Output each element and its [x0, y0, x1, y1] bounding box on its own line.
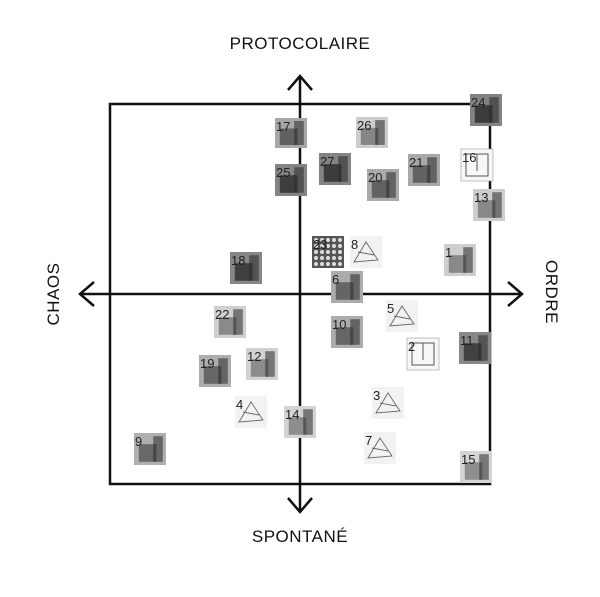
photo-shape — [153, 436, 163, 462]
thumbnail-number: 24 — [471, 95, 485, 110]
thumbnail-6: 6 — [331, 271, 363, 303]
photo-shape — [303, 409, 313, 435]
photo-shape — [478, 335, 488, 361]
pattern-dot — [320, 262, 324, 266]
thumbnail-number: 2 — [408, 339, 415, 354]
thumbnail-number: 18 — [231, 253, 245, 268]
photo-shape — [463, 247, 473, 273]
thumbnail-number: 27 — [320, 154, 334, 169]
thumbnail-13: 13 — [473, 189, 505, 221]
thumbnail-number: 10 — [332, 317, 346, 332]
thumbnail-number: 3 — [373, 388, 380, 403]
photo-shape — [249, 255, 259, 281]
thumbnail-number: 12 — [247, 349, 261, 364]
photo-shape — [492, 192, 502, 218]
thumbnail-20: 20 — [367, 169, 399, 201]
thumbnail-number: 1 — [445, 245, 452, 260]
thumbnail-16: 16 — [461, 149, 493, 181]
thumbnail-23: 23 — [312, 236, 344, 268]
thumbnail-9: 9 — [134, 433, 166, 465]
thumbnail-2: 2 — [407, 338, 439, 370]
pattern-dot — [320, 256, 324, 260]
thumbnail-number: 14 — [285, 407, 299, 422]
photo-shape — [265, 351, 275, 377]
pattern-dot — [338, 262, 342, 266]
thumbnail-number: 16 — [462, 150, 476, 165]
thumbnail-number: 11 — [460, 333, 474, 348]
thumbnail-12: 12 — [246, 348, 278, 380]
axis-label-ordre: ORDRE — [541, 260, 561, 324]
pattern-dot — [332, 262, 336, 266]
photo-shape — [386, 172, 396, 198]
photo-shape — [294, 121, 304, 145]
axis-label-chaos: CHAOS — [44, 263, 64, 326]
axis-label-spontane: SPONTANÉ — [0, 527, 600, 547]
pattern-dot — [338, 250, 342, 254]
pattern-dot — [338, 238, 342, 242]
photo-shape — [479, 454, 489, 480]
thumbnail-number: 5 — [387, 301, 394, 316]
axis-label-protocolaire: PROTOCOLAIRE — [0, 34, 600, 54]
thumbnail-22: 22 — [214, 306, 246, 338]
thumbnail-4: 4 — [235, 396, 267, 428]
thumbnail-26: 26 — [356, 117, 388, 148]
thumbnail-24: 24 — [470, 94, 502, 126]
thumbnail-number: 26 — [357, 118, 371, 133]
thumbnail-3: 3 — [372, 387, 404, 419]
pattern-dot — [314, 256, 318, 260]
photo-shape — [489, 97, 499, 123]
photo-shape — [338, 156, 348, 182]
thumbnail-number: 8 — [351, 237, 358, 252]
thumbnail-17: 17 — [275, 118, 307, 148]
thumbnail-7: 7 — [364, 432, 396, 464]
thumbnail-27: 27 — [319, 153, 351, 185]
thumbnail-19: 19 — [199, 355, 231, 387]
pattern-dot — [332, 256, 336, 260]
pattern-dot — [326, 256, 330, 260]
thumbnail-number: 21 — [409, 155, 423, 170]
thumbnail-group: 24 17 26 27 21 16 25 20 13 23 8 1 18 6 22 5 10 2 11 19 12 3 4 1… — [134, 94, 505, 483]
photo-shape — [233, 309, 243, 335]
thumbnail-10: 10 — [331, 316, 363, 348]
photo-shape — [350, 319, 360, 345]
pattern-dot — [314, 262, 318, 266]
thumbnail-number: 22 — [215, 307, 229, 322]
pattern-dot — [332, 238, 336, 242]
thumbnail-11: 11 — [459, 332, 491, 364]
thumbnail-number: 15 — [461, 452, 475, 467]
thumbnail-18: 18 — [230, 252, 262, 284]
thumbnail-number: 23 — [313, 237, 327, 252]
pattern-dot — [326, 262, 330, 266]
pattern-dot — [332, 244, 336, 248]
thumbnail-1: 1 — [444, 244, 476, 276]
photo-shape — [427, 157, 437, 183]
thumbnail-number: 25 — [276, 165, 290, 180]
thumbnail-8: 8 — [350, 236, 382, 268]
pattern-dot — [338, 256, 342, 260]
thumbnail-number: 4 — [236, 397, 243, 412]
thumbnail-21: 21 — [408, 154, 440, 186]
thumbnail-5: 5 — [386, 300, 418, 332]
photo-shape — [294, 167, 304, 193]
pattern-dot — [338, 244, 342, 248]
photo-shape — [218, 358, 228, 384]
photo-shape — [375, 120, 385, 145]
thumbnail-number: 9 — [135, 434, 142, 449]
thumbnail-number: 13 — [474, 190, 488, 205]
thumbnail-25: 25 — [275, 164, 307, 196]
thumbnail-number: 19 — [200, 356, 214, 371]
thumbnail-number: 20 — [368, 170, 382, 185]
thumbnail-number: 6 — [332, 272, 339, 287]
thumbnail-14: 14 — [284, 406, 316, 438]
thumbnail-number: 17 — [276, 119, 290, 134]
thumbnail-number: 7 — [365, 433, 372, 448]
thumbnail-15: 15 — [460, 451, 492, 483]
photo-shape — [350, 274, 360, 300]
pattern-dot — [332, 250, 336, 254]
